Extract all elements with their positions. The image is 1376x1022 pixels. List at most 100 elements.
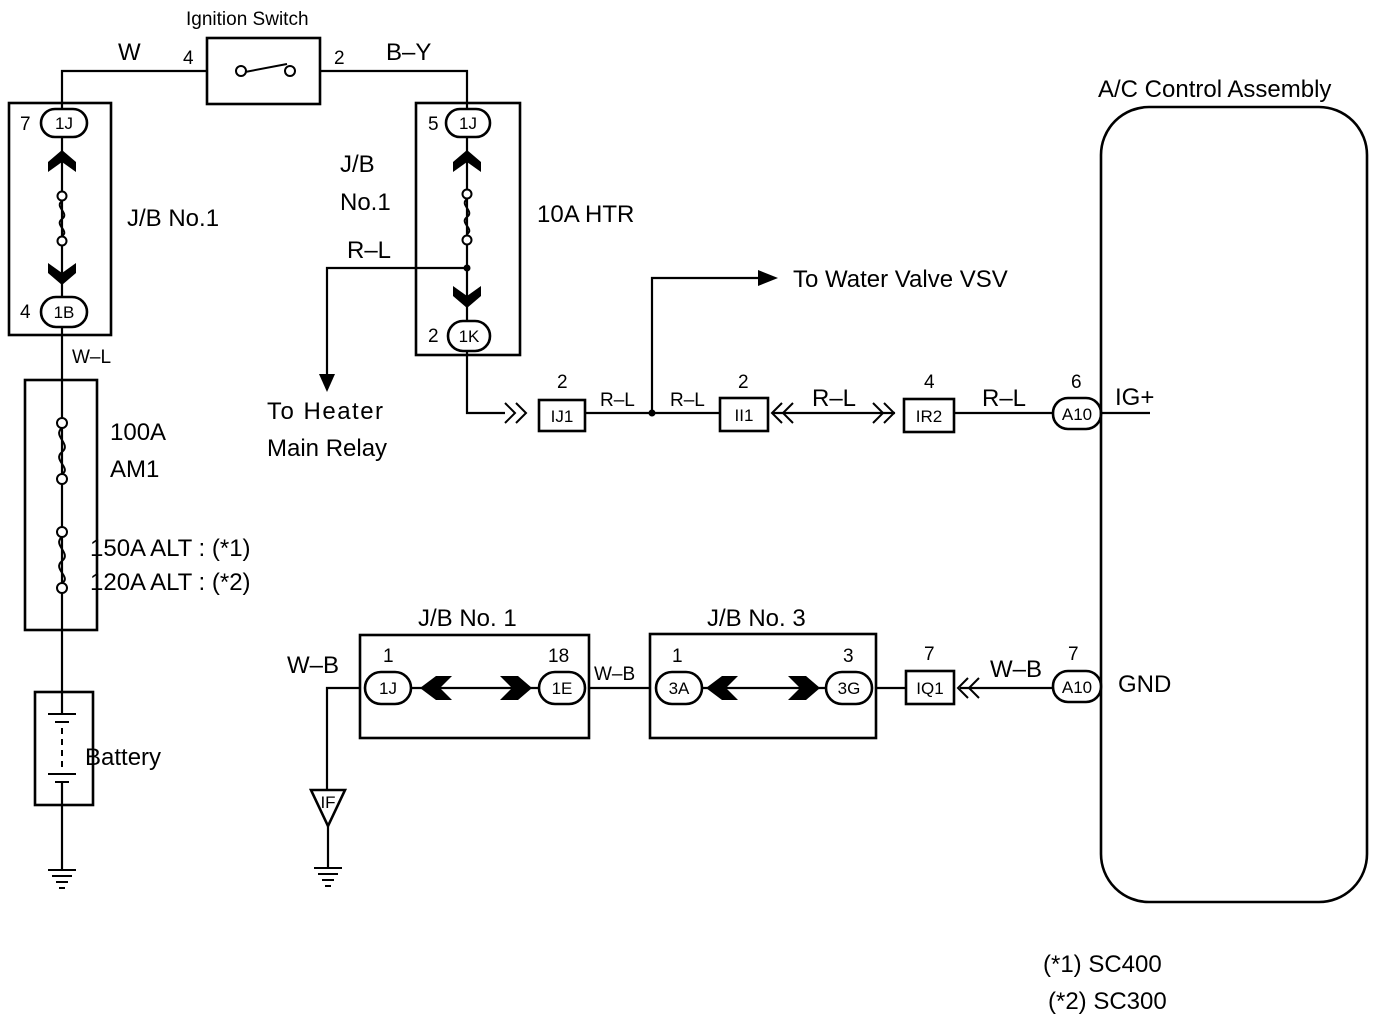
connector-3g-label: 3G	[838, 679, 861, 698]
connector-arrow-down	[453, 286, 481, 308]
ignition-pin-right: 2	[334, 48, 345, 69]
jb1-right-label-line2: No.1	[340, 189, 391, 216]
jb1-left: 1J 7 1B 4 J/B No.1	[7, 101, 219, 337]
jb3-box	[648, 632, 878, 740]
connector-3a-label: 3A	[669, 679, 690, 698]
ground-point-label: IF	[320, 793, 335, 812]
connector-arrow-right	[788, 676, 820, 700]
fuse-alt-terminal	[56, 526, 68, 538]
alt-150a-label: 150A ALT : (*1)	[90, 535, 251, 562]
am1-name: AM1	[110, 456, 159, 483]
connector-1e	[537, 670, 587, 706]
connector-iq1-label: IQ1	[916, 679, 943, 698]
ignition-switch-title: Ignition Switch	[186, 9, 309, 30]
ac-control-assembly: A/C Control Assembly	[1098, 76, 1369, 904]
connector-ij1-label: IJ1	[551, 407, 574, 426]
wire-b-y	[320, 69, 469, 110]
connector-ii1-label: II1	[735, 406, 754, 425]
connector-1e-label: 1E	[552, 679, 573, 698]
connector-arrow-left	[706, 676, 738, 700]
connector-1j-right-label: 1J	[459, 114, 477, 133]
wire-r-l-branch	[325, 266, 467, 378]
heater-relay-line1: To Heater	[267, 398, 385, 425]
jb1-bottom-box	[358, 633, 591, 740]
wire-color-r-l-2: R–L	[670, 390, 705, 411]
terminal-ig-plus: IG+	[1115, 384, 1154, 411]
connector-a10-gnd-pill	[1051, 669, 1103, 704]
switch-contact-left	[235, 65, 247, 77]
jb1-bottom-title: J/B No. 1	[418, 605, 517, 632]
connector-a10-gnd-pin: 7	[1068, 644, 1079, 665]
connector-ij1-pin: 2	[557, 372, 568, 393]
connector-1j-left	[39, 107, 89, 139]
jb1-bottom-right-pin: 18	[548, 646, 569, 667]
wire-color-w-b-right: W–B	[990, 656, 1042, 683]
wire-to-water-valve	[650, 276, 762, 413]
connector-arrow-down	[48, 263, 76, 285]
ignition-switch: Ignition Switch 4 2 W B–Y	[118, 9, 431, 106]
heater-relay-line2: Main Relay	[267, 435, 387, 462]
jb1-right-bottom-pin: 2	[428, 326, 439, 347]
connector-iq1-pin: 7	[924, 644, 935, 665]
connector-1k-label: 1K	[459, 327, 480, 346]
ground-triangle-icon	[308, 788, 348, 830]
wire-color-w: W	[118, 39, 141, 66]
wire-w-b-ground	[325, 686, 360, 790]
connector-1j-bottom	[363, 670, 413, 706]
wire-color-w-b-mid: W–B	[594, 664, 635, 685]
connector-iq1-box	[904, 669, 956, 706]
jb1-right-top-pin: 5	[428, 114, 439, 135]
jb1-bottom-left-pin: 1	[383, 646, 394, 667]
fuse-htr-label: 10A HTR	[537, 201, 634, 228]
connector-ii1-box	[718, 396, 770, 433]
switch-blade	[244, 63, 288, 73]
wire-color-w-l: W–L	[72, 347, 111, 368]
note-sc400: (*1) SC400	[1043, 951, 1162, 978]
connector-ir2-label: IR2	[916, 407, 942, 426]
jb3-right-pin: 3	[843, 646, 854, 667]
jb1-right: 1J 5 1K 2 J/B No.1 10A HTR	[340, 101, 634, 357]
fuse-htr-terminal	[461, 234, 473, 246]
wire-color-r-l-1: R–L	[600, 390, 635, 411]
connector-a10-gnd: A10 7	[1051, 644, 1103, 704]
battery-box	[33, 690, 95, 807]
terminal-gnd: GND	[1118, 671, 1171, 698]
connector-ir2-box	[902, 397, 956, 434]
alt-120a-label: 120A ALT : (*2)	[90, 569, 251, 596]
wire-w	[60, 69, 207, 110]
connector-a10-ig-label: A10	[1062, 405, 1092, 424]
arrow-right-icon	[758, 270, 778, 286]
connector-a10-ig-pin: 6	[1071, 372, 1082, 393]
connector-1j-right	[444, 107, 492, 139]
jb1-left-top-pin: 7	[20, 114, 31, 135]
connector-3a	[654, 670, 704, 706]
arrow-down-icon	[319, 374, 335, 392]
fuse-alt-terminal	[56, 582, 68, 594]
connector-a10-ig: A10 6	[1051, 372, 1103, 431]
connector-arrow-up	[453, 150, 481, 172]
switch-contact-right	[284, 65, 296, 77]
ac-control-title: A/C Control Assembly	[1098, 76, 1331, 103]
connector-chevron-icon	[504, 402, 528, 424]
jb1-right-label-line1: J/B	[340, 151, 375, 178]
connector-1j-left-label: 1J	[55, 114, 73, 133]
fusible-link-block: 100A AM1 150A ALT : (*1) 120A ALT : (*2)	[23, 378, 251, 632]
fuse-terminal	[56, 190, 68, 202]
ac-control-box	[1099, 105, 1369, 904]
jb1-left-bottom-pin: 4	[20, 302, 31, 323]
connector-arrow-left	[420, 676, 452, 700]
fuse-am1-terminal	[56, 417, 68, 429]
connector-1k	[446, 319, 492, 353]
fuse-am1-terminal	[56, 473, 68, 485]
jb3-left-pin: 1	[672, 646, 683, 667]
connector-1b-label: 1B	[54, 303, 75, 322]
fuse-alt-element	[58, 536, 66, 584]
chassis-ground-icon	[48, 869, 76, 889]
am1-rating: 100A	[110, 419, 166, 446]
connector-chevron-icon	[872, 402, 896, 424]
connector-1j-bottom-label: 1J	[379, 679, 397, 698]
wire-to-ij1	[465, 351, 505, 415]
ignition-pin-left: 4	[183, 48, 194, 69]
fuse-element	[58, 200, 66, 237]
fuse-htr-terminal	[461, 188, 473, 200]
